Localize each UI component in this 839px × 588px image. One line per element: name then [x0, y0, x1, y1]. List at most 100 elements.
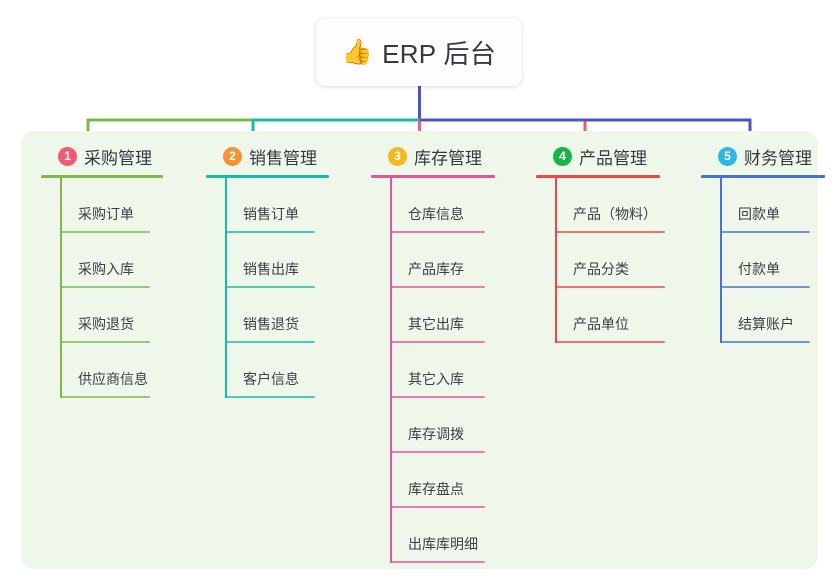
branch-items: 产品（物料） 产品分类产品单位	[536, 178, 665, 343]
branch-item-label: 销售订单	[243, 206, 299, 222]
branch-number-badge: 1	[58, 146, 77, 166]
branch-item[interactable]: 采购退货	[41, 288, 163, 343]
branch-item-rule	[225, 341, 315, 343]
branch-column-3: 3 库存管理仓库信息产品库存其它出库其它入库库存调拨库存盘点出库库明细	[371, 143, 495, 563]
branch-item-rule	[390, 341, 485, 343]
branch-item[interactable]: 采购入库	[41, 233, 163, 288]
branch-header-5[interactable]: 5 财务管理	[701, 143, 825, 169]
branch-header-rule	[206, 175, 329, 178]
branch-item-rule	[720, 231, 810, 233]
branch-trunk-line	[555, 178, 557, 343]
branch-item[interactable]: 供应商信息	[41, 343, 163, 398]
branch-item-rule	[390, 451, 485, 453]
branch-item-label: 仓库信息	[408, 206, 464, 222]
branch-item[interactable]: 库存调拨	[371, 398, 495, 453]
branch-item-label: 产品单位	[573, 316, 629, 332]
branch-item-label: 其它入库	[408, 371, 464, 387]
branch-header-3[interactable]: 3 库存管理	[371, 143, 495, 169]
branch-item-label: 回款单	[738, 206, 780, 222]
branch-item[interactable]: 销售退货	[206, 288, 329, 343]
branch-header-1[interactable]: 1 采购管理	[41, 143, 163, 169]
branch-item[interactable]: 产品库存	[371, 233, 495, 288]
branch-number-badge: 2	[223, 146, 242, 166]
branch-item-rule	[225, 231, 315, 233]
branch-items: 回款单付款单结算账户	[701, 178, 825, 343]
branch-item-label: 库存盘点	[408, 481, 464, 497]
branch-item-label: 采购订单	[78, 206, 134, 222]
branch-column-5: 5 财务管理回款单付款单结算账户	[701, 143, 825, 343]
branch-item-rule	[390, 231, 485, 233]
thumbs-up-icon: 👍	[341, 37, 374, 66]
branches-panel	[21, 131, 818, 569]
branch-item-rule	[390, 506, 485, 508]
branch-item[interactable]: 仓库信息	[371, 178, 495, 233]
branch-item-label: 产品库存	[408, 261, 464, 277]
branch-title: 产品管理	[579, 148, 647, 168]
branch-title: 采购管理	[84, 148, 152, 168]
branch-item-label: 其它出库	[408, 316, 464, 332]
branch-item-label: 出库库明细	[408, 536, 478, 552]
branch-item[interactable]: 其它出库	[371, 288, 495, 343]
branch-number-badge: 5	[718, 146, 737, 166]
branch-item-label: 客户信息	[243, 371, 299, 387]
branch-item-rule	[390, 396, 485, 398]
branch-item[interactable]: 其它入库	[371, 343, 495, 398]
branch-item-label: 库存调拨	[408, 426, 464, 442]
branch-item[interactable]: 回款单	[701, 178, 825, 233]
root-title: ERP 后台	[382, 38, 497, 69]
branch-item-label: 产品（物料）	[573, 206, 657, 222]
branch-items: 采购订单采购入库采购退货供应商信息	[41, 178, 163, 398]
branch-item[interactable]: 结算账户	[701, 288, 825, 343]
branch-header-rule	[41, 175, 163, 178]
branch-header-4[interactable]: 4 产品管理	[536, 143, 660, 169]
branch-title: 财务管理	[744, 148, 812, 168]
branch-item[interactable]: 产品（物料）	[536, 178, 665, 233]
branch-item-rule	[225, 396, 315, 398]
branch-item[interactable]: 付款单	[701, 233, 825, 288]
branch-item-rule	[225, 286, 315, 288]
branch-trunk-line	[720, 178, 722, 343]
branch-item[interactable]: 库存盘点	[371, 453, 495, 508]
branch-item-rule	[60, 286, 150, 288]
branch-item-rule	[720, 286, 810, 288]
branch-item[interactable]: 采购订单	[41, 178, 163, 233]
branch-item-rule	[60, 396, 150, 398]
root-node[interactable]: 👍 ERP 后台	[316, 18, 522, 86]
branch-item-rule	[555, 231, 665, 233]
branch-item-label: 销售出库	[243, 261, 299, 277]
branch-item-rule	[555, 341, 665, 343]
branch-header-rule	[371, 175, 495, 178]
branch-number-badge: 4	[553, 146, 572, 166]
branch-item-rule	[60, 341, 150, 343]
branch-item[interactable]: 客户信息	[206, 343, 329, 398]
branch-header-rule	[536, 175, 660, 178]
branch-number-badge: 3	[388, 146, 407, 166]
branch-trunk-line	[60, 178, 62, 398]
branch-items: 销售订单销售出库销售退货客户信息	[206, 178, 329, 398]
branch-item[interactable]: 销售订单	[206, 178, 329, 233]
branch-item-rule	[555, 286, 665, 288]
branch-item-rule	[60, 231, 150, 233]
branch-item-label: 销售退货	[243, 316, 299, 332]
branch-item-label: 结算账户	[738, 316, 794, 332]
branch-item-label: 产品分类	[573, 261, 629, 277]
branch-item-rule	[390, 286, 485, 288]
branch-item-rule	[720, 341, 810, 343]
branch-item-label: 采购入库	[78, 261, 134, 277]
branch-item[interactable]: 产品分类	[536, 233, 665, 288]
branch-title: 库存管理	[414, 148, 482, 168]
branch-trunk-line	[225, 178, 227, 398]
branch-item[interactable]: 出库库明细	[371, 508, 495, 563]
branch-item[interactable]: 销售出库	[206, 233, 329, 288]
branch-trunk-line	[390, 178, 392, 563]
branch-column-4: 4 产品管理产品（物料） 产品分类产品单位	[536, 143, 665, 343]
branch-item-label: 供应商信息	[78, 371, 148, 387]
branch-item-label: 采购退货	[78, 316, 134, 332]
branch-item-label: 付款单	[738, 261, 780, 277]
branch-item[interactable]: 产品单位	[536, 288, 665, 343]
branch-column-1: 1 采购管理采购订单采购入库采购退货供应商信息	[41, 143, 163, 398]
branch-items: 仓库信息产品库存其它出库其它入库库存调拨库存盘点出库库明细	[371, 178, 495, 563]
